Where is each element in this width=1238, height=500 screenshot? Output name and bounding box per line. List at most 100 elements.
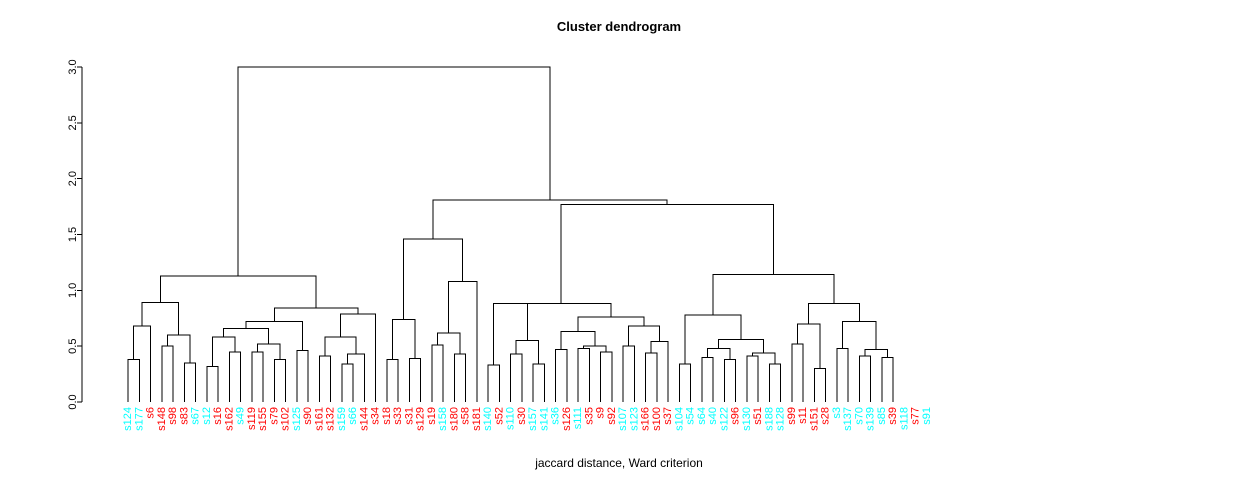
leaf-label[interactable]: s39 bbox=[887, 407, 899, 425]
dendrogram-link bbox=[796, 323, 821, 369]
leaf-label[interactable]: s70 bbox=[853, 407, 865, 425]
leaf-label[interactable]: s19 bbox=[426, 407, 438, 425]
leaf-label[interactable]: s52 bbox=[493, 407, 505, 425]
leaf-label[interactable]: s107 bbox=[617, 407, 629, 431]
leaf-label[interactable]: s37 bbox=[662, 407, 674, 425]
dendrogram-link bbox=[622, 345, 635, 402]
leaf-label[interactable]: s155 bbox=[257, 407, 269, 431]
leaf-label[interactable]: s144 bbox=[358, 407, 370, 431]
leaf-label[interactable]: s119 bbox=[246, 407, 258, 430]
dendrogram-link bbox=[487, 364, 500, 402]
dendrogram-link bbox=[453, 353, 466, 402]
leaf-label[interactable]: s181 bbox=[471, 407, 483, 431]
leaf-label[interactable]: s110 bbox=[505, 407, 517, 430]
dendrogram-link bbox=[391, 318, 416, 360]
leaf-label[interactable]: s157 bbox=[527, 407, 539, 431]
leaf-label[interactable]: s31 bbox=[403, 407, 415, 425]
leaf-label[interactable]: s102 bbox=[280, 407, 292, 431]
leaf-label[interactable]: s91 bbox=[921, 407, 933, 425]
leaf-label[interactable]: s9 bbox=[595, 407, 607, 419]
leaf-label[interactable]: s11 bbox=[797, 407, 809, 424]
leaf-label[interactable]: s118 bbox=[898, 407, 910, 430]
dendrogram-link bbox=[560, 203, 774, 304]
leaf-label[interactable]: s177 bbox=[133, 407, 145, 431]
leaf-label[interactable]: s66 bbox=[347, 407, 359, 425]
leaf-label[interactable]: s79 bbox=[268, 407, 280, 425]
dendrogram-link bbox=[746, 355, 759, 402]
leaf-label[interactable]: s49 bbox=[235, 407, 247, 425]
leaf-label[interactable]: s16 bbox=[212, 407, 224, 425]
y-axis-tick-label: 3.0 bbox=[67, 59, 79, 74]
leaf-label[interactable]: s104 bbox=[673, 407, 685, 431]
leaf-label[interactable]: s123 bbox=[628, 407, 640, 431]
leaf-label[interactable]: s111 bbox=[572, 407, 584, 429]
leaf-label[interactable]: s64 bbox=[696, 407, 708, 425]
leaf-label[interactable]: s92 bbox=[606, 407, 618, 425]
dendrogram-link bbox=[628, 325, 661, 347]
leaf-label[interactable]: s30 bbox=[516, 407, 528, 425]
leaf-label[interactable]: s6 bbox=[145, 407, 157, 419]
dendrogram-link bbox=[881, 356, 894, 402]
leaf-label[interactable]: s35 bbox=[583, 407, 595, 425]
leaf-label[interactable]: s137 bbox=[842, 407, 854, 431]
leaf-label[interactable]: s180 bbox=[448, 407, 460, 431]
leaf-label[interactable]: s90 bbox=[302, 407, 314, 425]
dendrogram-link bbox=[431, 344, 444, 402]
leaf-label[interactable]: s139 bbox=[865, 407, 877, 431]
y-axis-tick-label: 0.5 bbox=[67, 339, 79, 354]
leaf-label[interactable]: s77 bbox=[910, 407, 922, 425]
leaf-label[interactable]: s162 bbox=[223, 407, 235, 431]
y-axis-tick-label: 1.0 bbox=[67, 283, 79, 298]
leaf-label[interactable]: s140 bbox=[482, 407, 494, 431]
leaf-label[interactable]: s34 bbox=[370, 407, 382, 425]
leaf-label[interactable]: s67 bbox=[190, 407, 202, 425]
leaf-label[interactable]: s151 bbox=[808, 407, 820, 431]
leaf-label[interactable]: s125 bbox=[291, 407, 303, 431]
dendrogram-link bbox=[560, 331, 596, 350]
leaf-label[interactable]: s166 bbox=[640, 407, 652, 431]
leaf-label[interactable]: s148 bbox=[156, 407, 168, 431]
dendrogram-link bbox=[183, 362, 196, 402]
leaf-label[interactable]: s126 bbox=[561, 407, 573, 431]
leaf-label[interactable]: s40 bbox=[707, 407, 719, 425]
leaf-label[interactable]: s28 bbox=[820, 407, 832, 425]
leaf-label[interactable]: s96 bbox=[730, 407, 742, 425]
leaf-label[interactable]: s54 bbox=[685, 407, 697, 425]
dendrogram-link bbox=[206, 365, 219, 402]
dendrogram-link bbox=[841, 321, 877, 350]
leaf-label[interactable]: s132 bbox=[325, 407, 337, 431]
leaf-label[interactable]: s83 bbox=[178, 407, 190, 425]
leaf-label[interactable]: s159 bbox=[336, 407, 348, 431]
dendrogram-link bbox=[251, 351, 264, 402]
dendrogram-link bbox=[791, 343, 804, 402]
dendrogram-link bbox=[712, 274, 835, 315]
leaf-label[interactable]: s128 bbox=[775, 407, 787, 431]
leaf-label[interactable]: s58 bbox=[460, 407, 472, 425]
leaf-label[interactable]: s124 bbox=[122, 407, 134, 431]
leaf-label[interactable]: s51 bbox=[752, 407, 764, 425]
dendrogram-link bbox=[432, 199, 668, 239]
page-title: Cluster dendrogram bbox=[556, 19, 682, 34]
leaf-label[interactable]: s129 bbox=[415, 407, 427, 431]
leaf-label[interactable]: s161 bbox=[313, 407, 325, 431]
leaf-label[interactable]: s18 bbox=[381, 407, 393, 425]
leaf-label[interactable]: s85 bbox=[876, 407, 888, 425]
leaf-label[interactable]: s33 bbox=[392, 407, 404, 425]
leaf-label[interactable]: s99 bbox=[786, 407, 798, 425]
leaf-label[interactable]: s98 bbox=[167, 407, 179, 425]
leaf-label[interactable]: s36 bbox=[550, 407, 562, 425]
leaf-label[interactable]: s3 bbox=[831, 407, 843, 419]
leaf-label[interactable]: s188 bbox=[763, 407, 775, 431]
leaf-label[interactable]: s122 bbox=[718, 407, 730, 431]
leaf-label[interactable]: s100 bbox=[651, 407, 663, 431]
leaf-label[interactable]: s12 bbox=[201, 407, 213, 425]
leaf-label[interactable]: s141 bbox=[538, 407, 550, 431]
dendrogram-link bbox=[718, 338, 765, 353]
leaf-label[interactable]: s130 bbox=[741, 407, 753, 431]
dendrogram-link bbox=[808, 303, 860, 324]
dendrogram-link bbox=[701, 356, 714, 402]
leaf-label[interactable]: s158 bbox=[437, 407, 449, 431]
y-axis-tick-label: 0.0 bbox=[67, 394, 79, 409]
dendrogram-link bbox=[751, 352, 776, 365]
